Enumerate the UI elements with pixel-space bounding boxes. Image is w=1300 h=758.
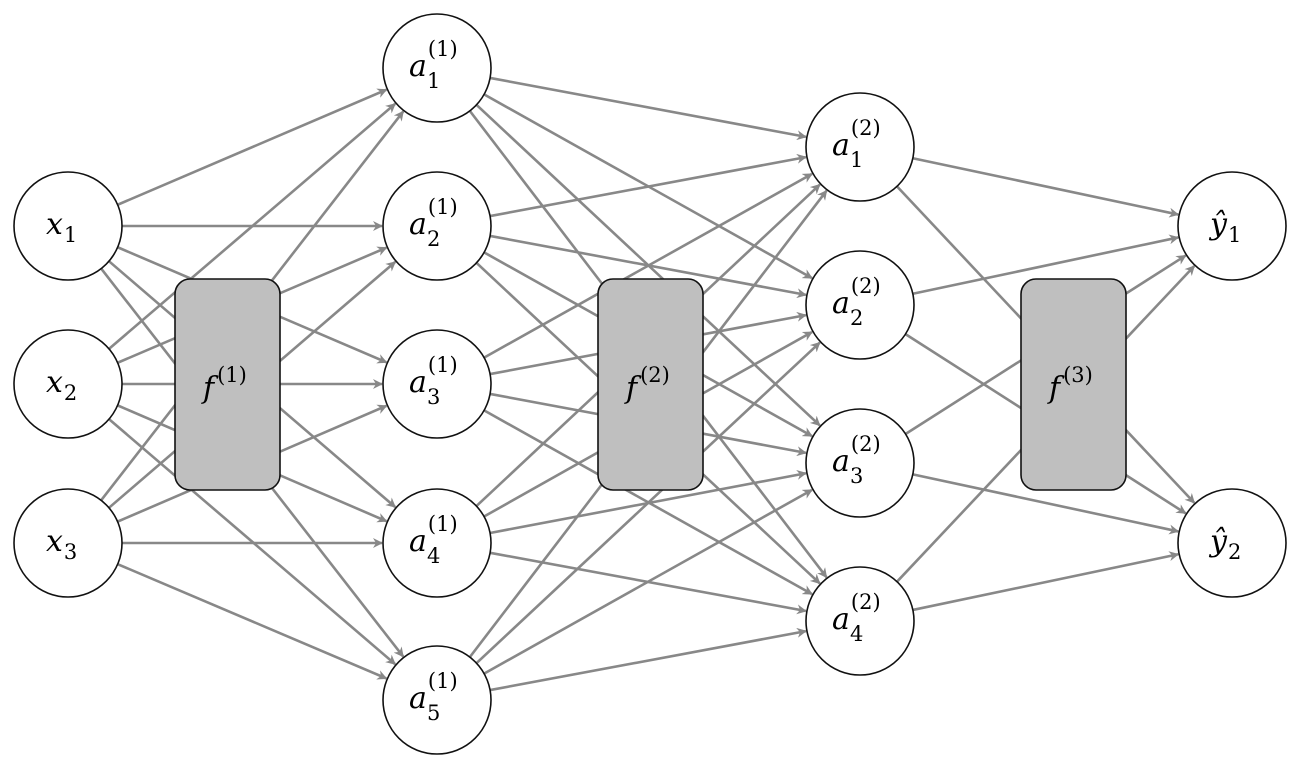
edge-l2-3-to-2 bbox=[912, 473, 1180, 535]
node-layer1-5: a(1)5 bbox=[382, 645, 492, 755]
edge-l1-5-to-2 bbox=[475, 341, 821, 665]
node-circle bbox=[805, 566, 915, 676]
node-circle bbox=[805, 250, 915, 360]
function-box-1: f(1) bbox=[174, 278, 281, 491]
node-layer1-4: a(1)4 bbox=[382, 488, 492, 598]
node-circle bbox=[13, 171, 123, 281]
node-circle bbox=[382, 488, 492, 598]
edge-l1-1-to-1 bbox=[489, 76, 807, 141]
node-label: x2 bbox=[46, 365, 77, 405]
node-circle bbox=[382, 171, 492, 281]
node-layer1-3: a(1)3 bbox=[382, 329, 492, 439]
edge-l0-2-to-5 bbox=[108, 418, 397, 666]
node-label: a(1)4 bbox=[409, 512, 458, 568]
node-circle bbox=[382, 13, 492, 123]
edge-l2-2-to-1 bbox=[912, 234, 1180, 296]
node-layer2-2: a(2)2 bbox=[805, 250, 915, 360]
node-circle bbox=[13, 329, 123, 439]
node-circle bbox=[13, 488, 123, 598]
edge-l2-1-to-1 bbox=[912, 156, 1180, 218]
node-layer0-2: x2 bbox=[13, 329, 123, 439]
edge-l1-5-to-4 bbox=[489, 627, 807, 692]
function-box-rect bbox=[174, 278, 281, 491]
node-circle bbox=[1177, 171, 1287, 281]
node-label: x3 bbox=[46, 524, 77, 564]
function-box-3: f(3) bbox=[1020, 278, 1127, 491]
node-layer0-1: x1 bbox=[13, 171, 123, 281]
edge-l1-5-to-3 bbox=[483, 488, 813, 675]
function-boxes: f(1) f(2) f(3) bbox=[174, 278, 1127, 491]
node-layer1-2: a(1)2 bbox=[382, 171, 492, 281]
edge-l0-2-to-1 bbox=[108, 102, 397, 350]
node-label: ŷ2 bbox=[1208, 524, 1241, 564]
node-layer1-1: a(1)1 bbox=[382, 13, 492, 123]
node-label: x1 bbox=[46, 207, 77, 247]
node-circle bbox=[805, 408, 915, 518]
nodes: x1 x2 x3 a(1)1 a(1)2 a(1)3 a(1)4 a(1)5 a(2)1 a(2)… bbox=[13, 13, 1287, 755]
node-label: a(2)3 bbox=[832, 432, 881, 488]
function-box-2: f(2) bbox=[597, 278, 704, 491]
node-label: ŷ1 bbox=[1208, 207, 1241, 247]
edge-l1-3-to-1 bbox=[483, 172, 813, 359]
node-layer2-4: a(2)4 bbox=[805, 566, 915, 676]
node-layer0-3: x3 bbox=[13, 488, 123, 598]
node-circle bbox=[1177, 488, 1287, 598]
edge-l0-3-to-5 bbox=[117, 562, 388, 680]
node-circle bbox=[805, 92, 915, 202]
node-label: a(2)2 bbox=[832, 274, 881, 330]
edge-l2-4-to-2 bbox=[912, 551, 1180, 612]
node-label: a(2)1 bbox=[832, 116, 881, 172]
function-box-rect bbox=[1020, 278, 1127, 491]
node-circle bbox=[382, 645, 492, 755]
node-layer3-2: ŷ2 bbox=[1177, 488, 1287, 598]
node-label: a(1)3 bbox=[409, 353, 458, 409]
node-layer2-3: a(2)3 bbox=[805, 408, 915, 518]
node-circle bbox=[382, 329, 492, 439]
node-label: a(2)4 bbox=[832, 590, 881, 646]
function-box-rect bbox=[597, 278, 704, 491]
node-label: a(1)5 bbox=[409, 669, 458, 725]
edge-l0-1-to-1 bbox=[117, 88, 388, 206]
node-layer2-1: a(2)1 bbox=[805, 92, 915, 202]
node-label: a(1)1 bbox=[409, 37, 458, 93]
node-label: a(1)2 bbox=[409, 195, 458, 251]
node-layer3-1: ŷ1 bbox=[1177, 171, 1287, 281]
edge-l1-2-to-1 bbox=[489, 153, 807, 218]
